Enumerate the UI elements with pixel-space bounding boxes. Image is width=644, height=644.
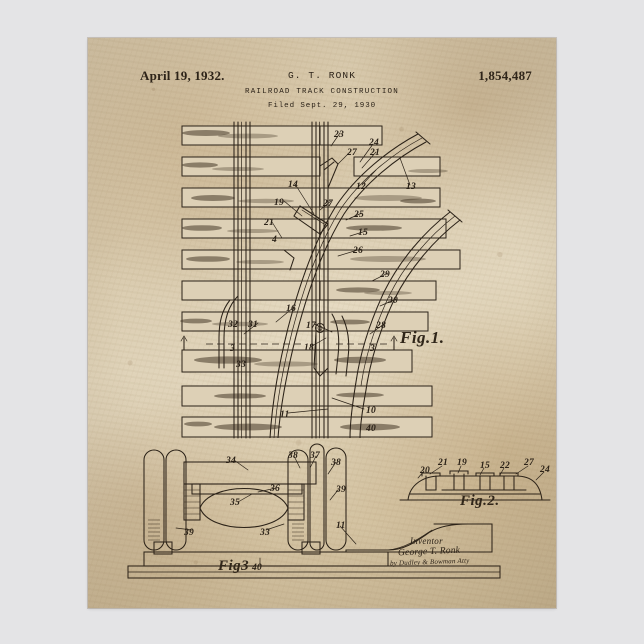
callout-fig1-27: 27: [323, 199, 334, 209]
callout-fig2-27: 27: [524, 458, 535, 468]
callout-fig1-15: 15: [358, 228, 369, 238]
fig1-caption: Fig.1.: [400, 328, 445, 347]
callout-fig1-26: 26: [353, 246, 364, 256]
callout-fig1-11: 11: [280, 410, 290, 420]
callout-fig3-38: 38: [288, 451, 299, 461]
fig2-caption: Fig.2.: [460, 493, 500, 509]
callout-fig1-32: 32: [228, 320, 239, 330]
callout-fig1-24: 24: [369, 138, 380, 148]
callout-fig1-30: 30: [388, 296, 399, 306]
fig3-caption: Fig3: [218, 558, 250, 574]
callout-fig3-40: 40: [252, 563, 263, 573]
callout-fig1-23: 23: [334, 130, 345, 140]
callout-fig1-25: 25: [354, 210, 365, 220]
callout-fig2-20: 20: [420, 466, 431, 476]
callout-fig1-40: 40: [366, 424, 377, 434]
callout-fig1-27: 27: [347, 148, 358, 158]
callout-fig3-39: 39: [336, 485, 347, 495]
callout-fig1-14: 14: [288, 180, 299, 190]
callout-fig3-35: 35: [230, 498, 241, 508]
callout-fig3-38: 38: [331, 458, 342, 468]
patent-poster: April 19, 1932. 1,854,487 G. T. RONK RAI…: [88, 38, 556, 608]
patent-number: 1,854,487: [478, 68, 532, 83]
callout-fig2-15: 15: [480, 461, 491, 471]
callout-fig1-21: 21: [264, 218, 275, 228]
patent-drawing-sheet: .l { fill:none; stroke:#2b2218; stroke-w…: [88, 38, 556, 608]
callout-fig1-17: 17: [306, 321, 317, 331]
callout-fig1-31: 31: [248, 320, 259, 330]
fig2-cross-section: [399, 465, 551, 501]
callout-fig1-33: 33: [236, 360, 247, 370]
fig3-leaders: [175, 455, 357, 566]
callout-fig1-3: 3: [230, 344, 236, 354]
callout-fig1-4: 4: [272, 235, 278, 245]
patent-title: RAILROAD TRACK CONSTRUCTION: [245, 88, 399, 96]
callout-fig3-33: 33: [260, 528, 271, 538]
callout-fig1-12: 12: [356, 182, 367, 192]
callout-fig1-19: 19: [274, 198, 285, 208]
signature-label: Inventor: [410, 536, 443, 546]
callout-fig3-36: 36: [270, 484, 281, 494]
callout-fig2-21: 21: [438, 458, 449, 468]
callout-fig1-10: 10: [366, 406, 377, 416]
fig1-ties: [180, 125, 461, 438]
callout-fig1-13: 13: [406, 182, 417, 192]
callout-fig3-11: 11: [336, 521, 346, 531]
callout-fig1-16: 16: [286, 304, 297, 314]
patent-inventor-line: G. T. RONK: [287, 70, 356, 81]
fig1-leaders: [243, 132, 411, 414]
callout-fig3-39: 39: [184, 528, 195, 538]
fig3-side-elevation: [127, 443, 501, 579]
callout-fig2-24: 24: [540, 465, 551, 475]
callout-fig1-29: 29: [380, 270, 391, 280]
callout-fig3-34: 34: [226, 456, 237, 466]
fig1-straight-rails: [233, 121, 329, 439]
patent-date: April 19, 1932.: [140, 68, 225, 83]
callout-fig1-3: 3: [370, 344, 376, 354]
callout-fig2-19: 19: [457, 458, 468, 468]
fig2-leaders: [417, 465, 545, 481]
callout-fig2-22: 22: [500, 461, 511, 471]
callout-fig1-28: 28: [376, 321, 387, 331]
callout-fig3-37: 37: [310, 451, 321, 461]
patent-filed-date: Filed Sept. 29, 1930: [267, 102, 376, 110]
callout-fig1-21: 21: [370, 148, 381, 158]
callout-fig1-18: 18: [304, 343, 315, 353]
